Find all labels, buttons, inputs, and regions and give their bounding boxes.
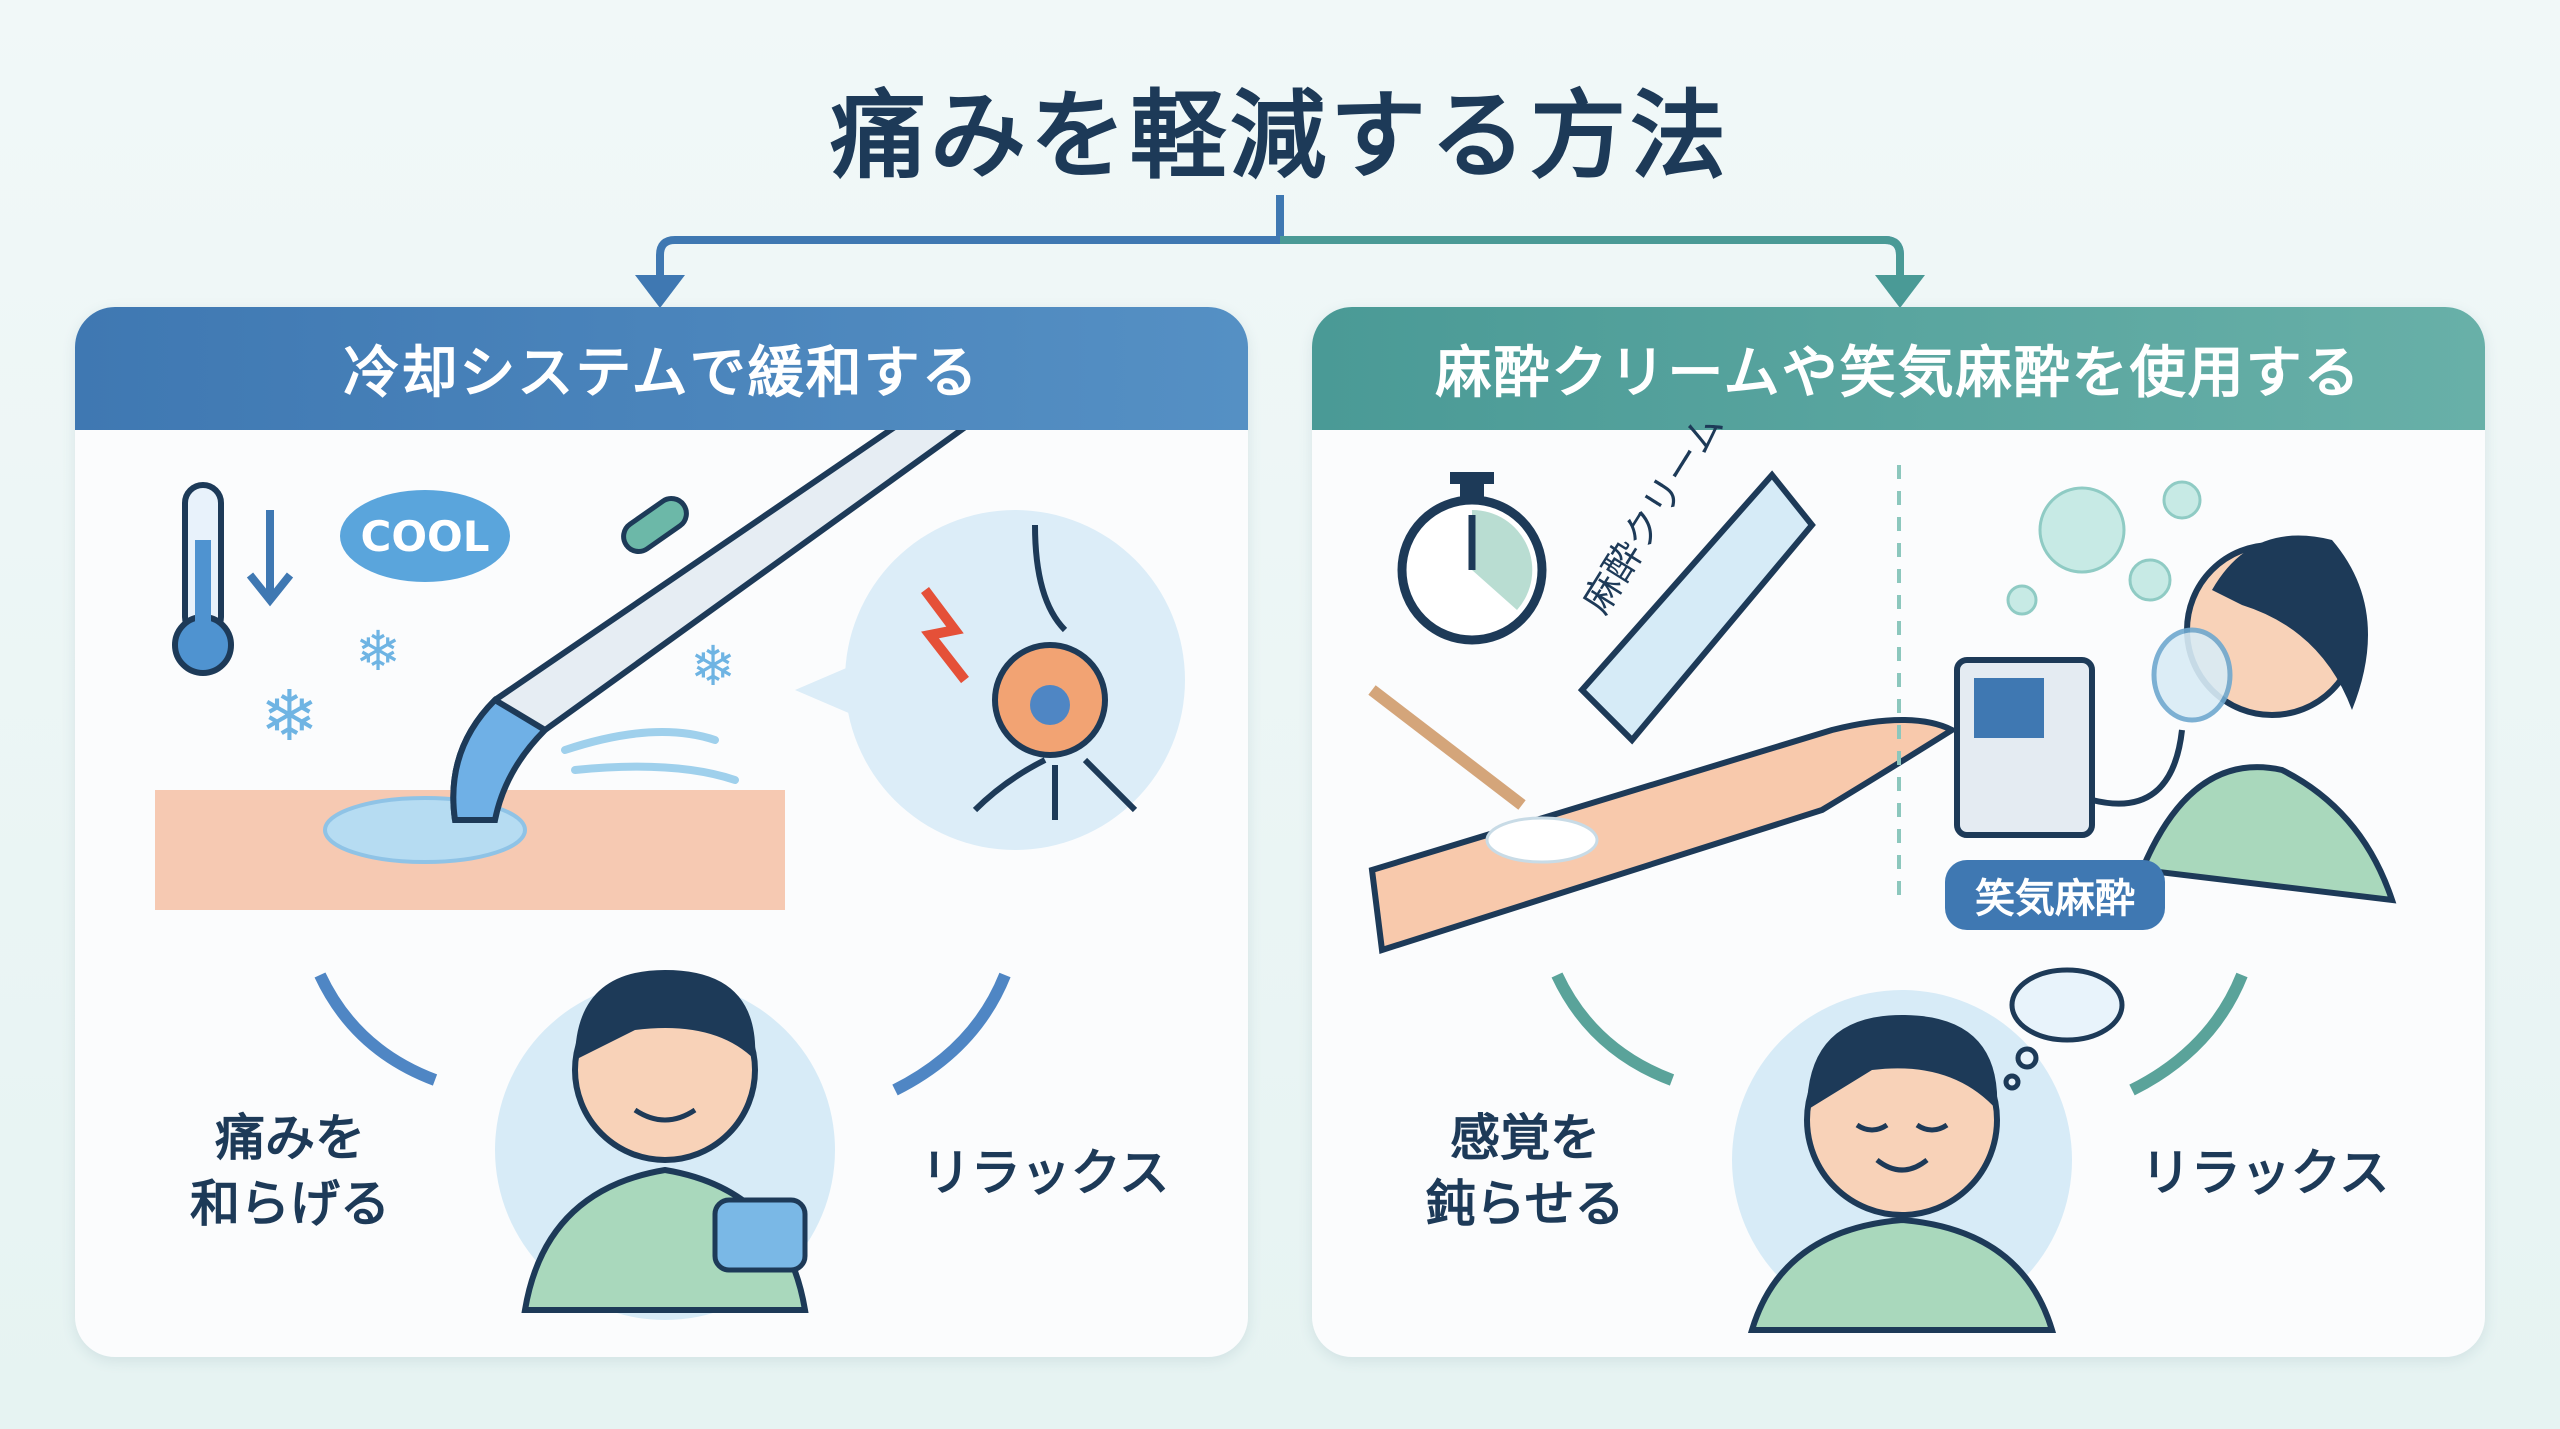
cooling-device xyxy=(450,430,967,823)
snowflake-icon: ❄ ❄ ❄ xyxy=(260,619,736,757)
effect-line: 感覚を xyxy=(1450,1109,1600,1167)
thought-cloud-icon xyxy=(2003,967,2125,1091)
cream-tube-icon xyxy=(1577,470,1816,745)
pain-spark-icon xyxy=(921,587,969,684)
arrow-right-icon xyxy=(1875,275,1925,308)
arm xyxy=(1368,717,1959,954)
thermometer-icon xyxy=(172,482,234,676)
connector-arrows xyxy=(635,195,1925,308)
cooling-illustration: ❄ ❄ ❄ xyxy=(155,430,1185,1320)
cool-speech-bubble: COOL xyxy=(340,490,510,582)
svg-text:❄: ❄ xyxy=(690,634,736,698)
effect-line: 痛みを xyxy=(215,1109,365,1167)
stopwatch-icon xyxy=(1397,472,1547,645)
effect-relax-left: リラックス xyxy=(920,1144,1170,1202)
effect-ease-pain: 痛みを和らげる xyxy=(180,1105,400,1237)
patient-with-mask-avatar xyxy=(2137,535,2397,904)
effect-line: 和らげる xyxy=(190,1175,390,1233)
effect-dull-sensation: 感覚を鈍らせる xyxy=(1415,1105,1635,1237)
effect-relax-right: リラックス xyxy=(2140,1144,2390,1202)
cold-pack-icon xyxy=(712,1197,808,1273)
anesthesia-illustration xyxy=(1368,465,2397,1333)
arrow-left-icon xyxy=(635,275,685,308)
bubble-icon xyxy=(2006,480,2202,616)
child-calm-avatar xyxy=(1747,1015,2057,1333)
down-arrow-icon xyxy=(246,510,294,607)
arrow-curve-icon xyxy=(1551,972,2248,1096)
anesthesia-header: 麻酔クリームや笑気麻酔を使用する xyxy=(1312,307,2485,430)
arrow-curve-icon xyxy=(314,972,1011,1096)
svg-text:❄: ❄ xyxy=(260,675,319,757)
child-relaxed-avatar xyxy=(521,970,809,1313)
nerve-cell-icon xyxy=(972,524,1138,820)
cooling-header: 冷却システムで緩和する xyxy=(75,307,1248,430)
svg-text:❄: ❄ xyxy=(355,619,401,683)
nitrous-oxide-badge: 笑気麻酔 xyxy=(1945,860,2165,930)
nitrous-machine-icon xyxy=(1954,657,2185,838)
effect-line: 鈍らせる xyxy=(1425,1175,1625,1233)
page-title: 痛みを軽減する方法 xyxy=(830,80,1730,192)
